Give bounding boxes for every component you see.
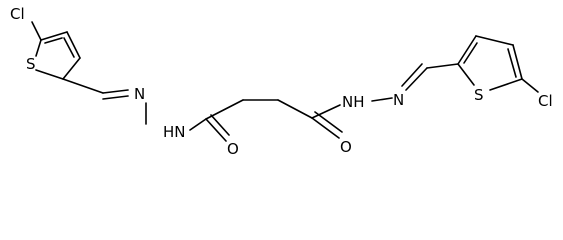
bond-c4-c3-right — [475, 35, 514, 46]
bond-c2-c3-left — [62, 57, 81, 80]
atom-s-right: S — [474, 86, 484, 104]
bond-c3-c4-left-inner — [63, 37, 75, 58]
atom-labels: Cl S N HN O O NH N S Cl — [10, 5, 553, 158]
bond-chain-3 — [277, 99, 313, 119]
bond-c5-cl-right — [521, 78, 539, 93]
atom-s-left: S — [26, 55, 36, 73]
bond-c5-s-left — [35, 39, 42, 57]
structure-diagram: Cl S N HN O O NH N S Cl — [10, 5, 553, 158]
bond-ch-c2-right — [426, 63, 459, 69]
bond-c4-c5-left-inner — [44, 37, 63, 44]
right-thiophene-ring — [457, 35, 539, 93]
bond-s-c2-left — [35, 69, 64, 80]
bond-s-c5-right — [489, 78, 523, 91]
atom-n-right: N — [393, 91, 404, 109]
bond-co-o-left-a — [205, 118, 227, 142]
bond-nh-co-left — [189, 118, 207, 131]
atom-cl-right: Cl — [538, 92, 553, 110]
bond-c3-c4-left — [66, 31, 81, 59]
atom-nh-right: NH — [342, 93, 365, 111]
bond-nh-n-right — [371, 97, 393, 102]
bond-c4-c5-left — [40, 31, 68, 41]
left-hydrazone-linker — [62, 78, 207, 131]
bond-c3-c2-right-inner — [463, 42, 478, 64]
atom-n-left: N — [134, 85, 145, 103]
atom-o-left: O — [227, 140, 239, 158]
bond-ch-n-left-b — [102, 95, 129, 100]
bond-c3-c2-right — [457, 35, 477, 65]
bond-n-ch-right-b — [401, 63, 423, 87]
atom-o-right: O — [340, 138, 352, 156]
right-hydrazone-linker — [371, 63, 459, 102]
bond-c2-s-right — [457, 63, 475, 86]
bond-co-o-right-a — [311, 117, 340, 139]
left-thiophene-ring — [31, 21, 81, 80]
bond-co-nh-right — [311, 104, 341, 119]
bond-c2-ch-left — [62, 78, 104, 94]
bond-cl-c5-left — [31, 21, 42, 41]
bond-n-ch-right-a — [405, 67, 428, 91]
molecule-drawing: Cl S N HN O O NH N S Cl — [10, 5, 553, 158]
atom-nh-left: HN — [163, 123, 186, 141]
bond-chain-1 — [205, 99, 244, 120]
bond-c5-c4-right-inner — [507, 48, 517, 78]
bond-c5-c4-right — [512, 44, 523, 80]
central-chain — [205, 99, 343, 142]
bond-co-o-left-b — [210, 114, 230, 136]
atom-cl-left: Cl — [10, 5, 25, 23]
bond-ch-n-left-a — [102, 89, 129, 94]
